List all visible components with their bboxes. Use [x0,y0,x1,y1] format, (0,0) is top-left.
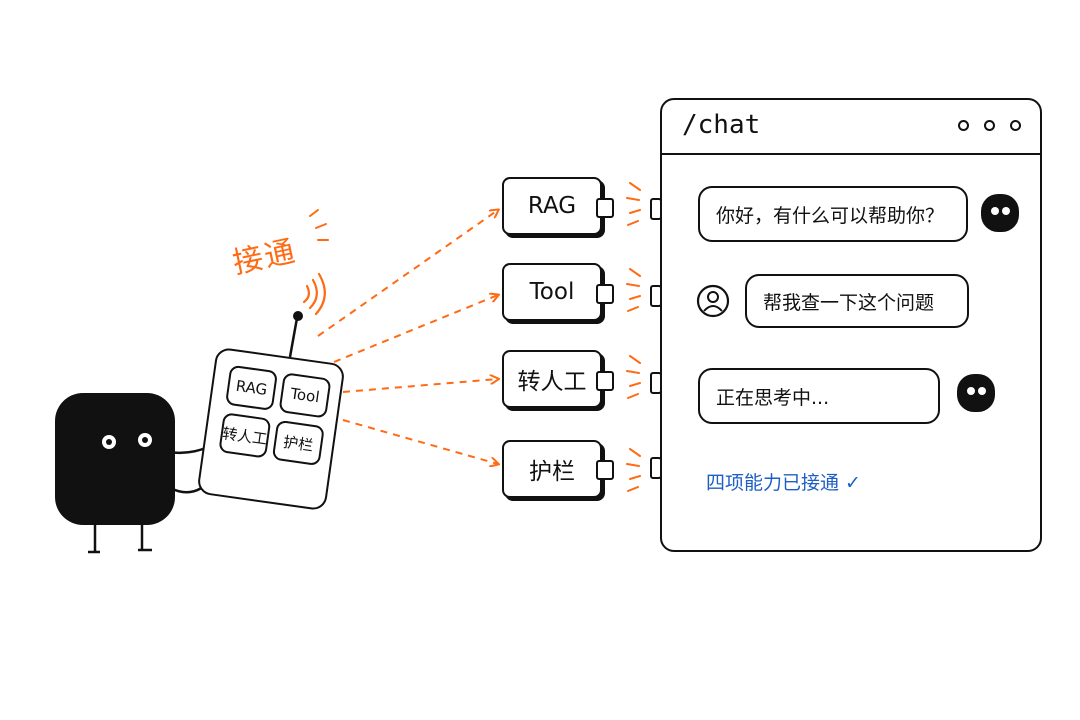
module-label: 护栏 [529,459,575,485]
bot-eye [967,387,975,395]
character [55,393,175,525]
module-guardrail[interactable]: 护栏 [502,440,602,498]
signal-arcs [302,272,326,316]
chat-title: /chat [682,110,761,140]
window-dot-icon[interactable] [1010,120,1021,131]
remote-button-label: 护栏 [282,432,315,455]
bot-avatar [957,374,995,412]
status-text: 四项能力已接通 ✓ [706,472,861,494]
user-message-bubble: 帮我查一下这个问题 [745,274,969,328]
module-rag[interactable]: RAG [502,177,602,235]
arrow-to-human [342,379,498,393]
message-text: 帮我查一下这个问题 [763,291,935,314]
module-tool[interactable]: Tool [502,263,602,321]
socket-human [650,372,662,394]
socket-tool [650,285,662,307]
socket-rag [650,198,662,220]
plug-icon [596,198,614,218]
spark-marks [626,182,641,492]
antenna [288,317,299,358]
antenna-tip [293,311,303,321]
remote-button-label: Tool [289,384,321,407]
plug-icon [596,371,614,391]
arrow-to-guardrail [342,419,498,464]
character-eye [102,435,116,449]
socket-guardrail [650,457,662,479]
user-avatar-icon [696,284,730,318]
remote-button-label: RAG [234,376,269,399]
bot-avatar [981,194,1019,232]
arrow-to-rag [317,210,498,337]
bot-eye [978,387,986,395]
module-human-handoff[interactable]: 转人工 [502,350,602,408]
remote-control: RAG Tool 转人工 护栏 [196,346,346,512]
character-eye [138,433,152,447]
remote-button-human[interactable]: 转人工 [218,412,272,459]
window-dot-icon[interactable] [984,120,995,131]
connect-marks [309,209,329,241]
plug-icon [596,284,614,304]
window-dot-icon[interactable] [958,120,969,131]
arrow-to-tool [333,295,498,363]
remote-button-label: 转人工 [221,423,269,448]
bot-message-bubble: 正在思考中... [698,368,940,424]
module-label: 转人工 [517,369,587,395]
bot-eye [991,207,999,215]
module-label: RAG [527,193,577,219]
remote-button-rag[interactable]: RAG [224,364,279,412]
message-text: 你好，有什么可以帮助你？ [716,204,945,227]
bot-eye [1002,207,1010,215]
remote-button-guardrail[interactable]: 护栏 [271,419,325,467]
message-text: 正在思考中... [716,386,830,409]
module-label: Tool [529,279,575,305]
remote-button-tool[interactable]: Tool [278,372,332,419]
header-divider [662,153,1040,155]
plug-icon [596,460,614,480]
bot-message-bubble: 你好，有什么可以帮助你？ [698,186,968,242]
